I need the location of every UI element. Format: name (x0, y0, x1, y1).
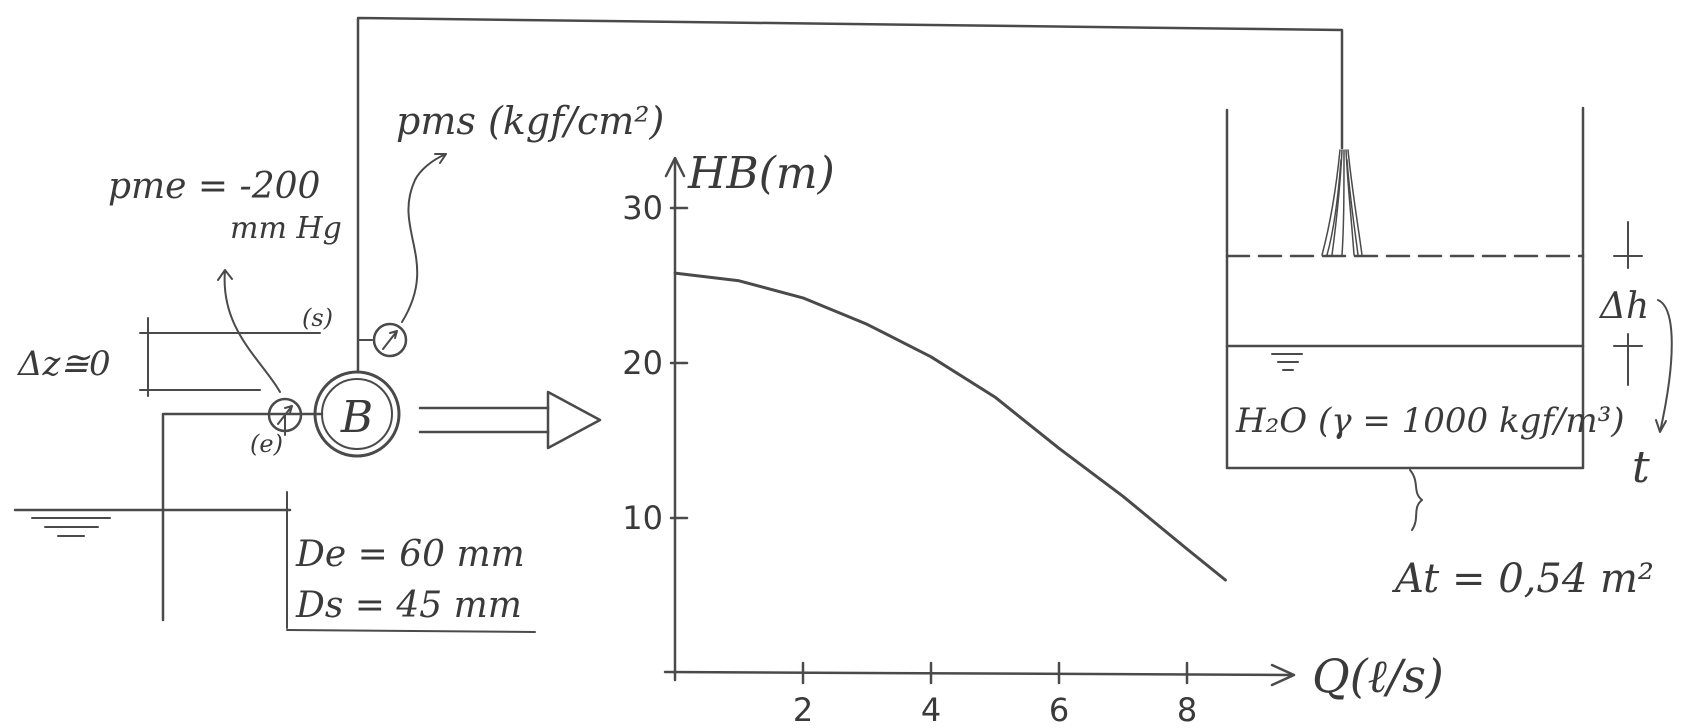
delta-h-label: Δh (1598, 286, 1649, 327)
x-ticks: 2 4 6 8 (793, 661, 1197, 728)
x-axis-label: Q(ℓ/s) (1312, 649, 1444, 703)
pump-label: B (340, 392, 373, 443)
x-tick-label: 4 (921, 691, 941, 728)
y-tick-label: 10 (622, 499, 663, 537)
time-label: t (1632, 442, 1650, 493)
section-s-label: (s) (302, 304, 333, 332)
area-label: At = 0,54 m² (1391, 556, 1654, 602)
pipe-system (13, 16, 1344, 633)
x-axis-arrowhead (1270, 663, 1296, 687)
x-tick-label: 2 (793, 691, 813, 728)
area-leader (1409, 469, 1423, 531)
discharge-pipe (356, 16, 1344, 372)
diameter-underline (286, 629, 536, 633)
x-tick-label: 6 (1049, 691, 1069, 728)
y-axis-label: HB(m) (687, 148, 835, 199)
sump-water-symbol (31, 517, 111, 537)
fluid-label: H₂O (γ = 1000 kgf/m³) (1235, 401, 1625, 441)
pump: B (313, 370, 401, 458)
transition-arrow (418, 390, 602, 450)
de-label: De = 60 mm (295, 534, 525, 575)
x-tick-label: 8 (1177, 691, 1197, 728)
tank-walls (1225, 106, 1585, 470)
y-ticks: 10 20 30 (622, 189, 689, 537)
discharge-gauge (357, 322, 408, 358)
pms-leader (401, 153, 447, 323)
y-tick-label: 30 (622, 189, 663, 227)
pme-leader (217, 269, 281, 393)
pms-label: pms (kgf/cm²) (396, 99, 664, 143)
pme-label: pme = -200 (108, 166, 320, 207)
pump-body (313, 370, 401, 458)
head-curve-line (673, 271, 1227, 582)
y-tick-label: 20 (622, 344, 663, 382)
section-e-label: (e) (250, 430, 283, 458)
pme-unit-label: mm Hg (230, 211, 342, 246)
suction-gauge (267, 397, 303, 436)
ds-label: Ds = 45 mm (295, 585, 522, 626)
pump-curve-chart: HB(m) Q(ℓ/s) 2 4 6 8 10 20 30 (622, 148, 1444, 728)
y-axis-arrowhead (664, 156, 686, 178)
gauge-icon (267, 397, 303, 433)
delta-h-dimension (1613, 221, 1673, 433)
delta-z-dimension (139, 317, 321, 397)
gauge-icon (372, 322, 408, 358)
tank: Δh t H₂O (γ = 1000 kgf/m³) At = 0,54 m² (1225, 106, 1673, 602)
tank-water-symbol (1271, 353, 1303, 371)
x-axis (663, 670, 1294, 677)
delta-z-label: Δz≅0 (16, 344, 111, 384)
water-jet (1321, 149, 1363, 256)
